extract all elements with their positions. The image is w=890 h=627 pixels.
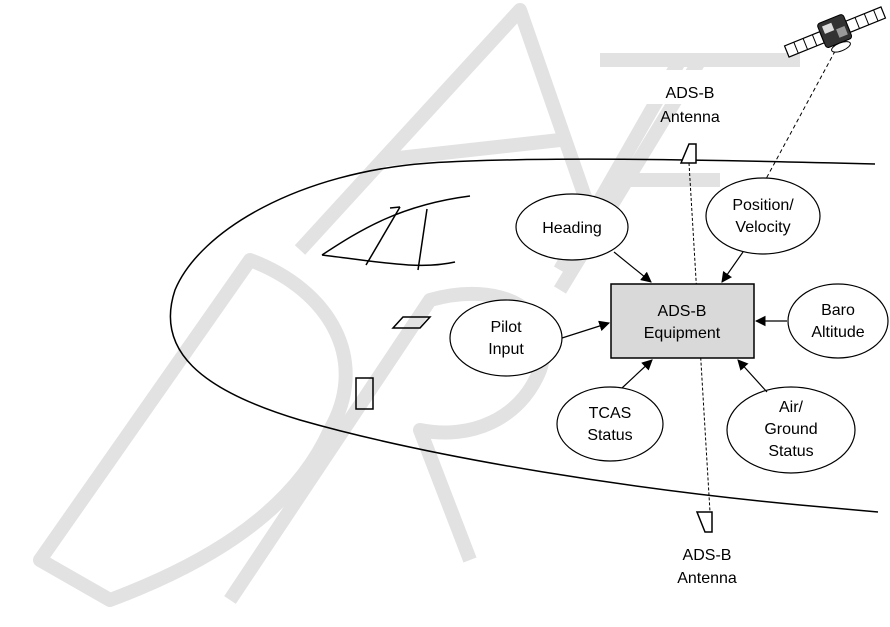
position-velocity-line1: Position/ [732, 197, 794, 214]
watermark-letter-r [224, 286, 551, 604]
top-antenna-label-line2: Antenna [660, 109, 720, 126]
aircraft-outline [169, 158, 879, 513]
top-antenna-label-line1: ADS-B [666, 85, 715, 102]
side-window [355, 377, 374, 410]
air-ground-ellipse [726, 386, 856, 474]
tcas-status-line1: TCAS [589, 405, 632, 422]
equipment-label-line1: ADS-B [658, 303, 707, 320]
cockpit-top-line [321, 195, 471, 256]
top-antenna-shape [679, 143, 697, 164]
cockpit-bottom-line [321, 254, 456, 267]
bottom-antenna-shape [695, 511, 713, 533]
air-ground-line1: Air/ [779, 399, 804, 416]
input-tcas-status: TCAS Status [556, 386, 664, 462]
input-air-ground-status: Air/ Ground Status [726, 386, 856, 474]
antenna-link-line [688, 162, 711, 513]
cockpit-frame-top [389, 206, 401, 209]
bottom-antenna-label-line2: Antenna [677, 570, 737, 587]
equipment-label-line2: Equipment [644, 325, 721, 342]
heading-label: Heading [542, 220, 602, 237]
position-velocity-arrow [721, 251, 744, 283]
tcas-status-ellipse [556, 386, 664, 462]
tcas-status-line2: Status [587, 427, 632, 444]
heading-arrow [613, 251, 652, 283]
pilot-input-ellipse [449, 299, 563, 377]
bottom-antenna-label-line1: ADS-B [683, 547, 732, 564]
fuselage-nose [169, 158, 879, 513]
input-pilot: Pilot Input [449, 299, 563, 377]
input-baro-altitude: Baro Altitude [787, 283, 889, 359]
pilot-input-line2: Input [488, 341, 524, 358]
watermark-letter-d [33, 253, 353, 607]
position-velocity-line2: Velocity [735, 219, 790, 236]
satellite-icon [783, 6, 887, 58]
cockpit-pillar-2 [417, 208, 428, 271]
tcas-status-arrow [621, 359, 653, 389]
pilot-input-line1: Pilot [490, 319, 522, 336]
heading-ellipse [515, 193, 629, 261]
equipment-box [610, 283, 755, 359]
air-ground-arrow [737, 359, 768, 393]
pilot-input-arrow [561, 320, 611, 339]
cockpit-pillar-1 [365, 206, 401, 266]
side-probe [391, 316, 432, 329]
baro-altitude-line1: Baro [821, 302, 855, 319]
input-heading: Heading [515, 193, 629, 261]
input-position-velocity: Position/ Velocity [705, 177, 821, 255]
air-ground-line3: Status [768, 443, 813, 460]
input-arrows [561, 251, 787, 393]
position-velocity-ellipse [705, 177, 821, 255]
satellite-link-line [759, 41, 841, 191]
baro-altitude-ellipse [787, 283, 889, 359]
baro-altitude-line2: Altitude [811, 324, 864, 341]
top-label-backdrop [620, 70, 780, 104]
air-ground-line2: Ground [764, 421, 817, 438]
